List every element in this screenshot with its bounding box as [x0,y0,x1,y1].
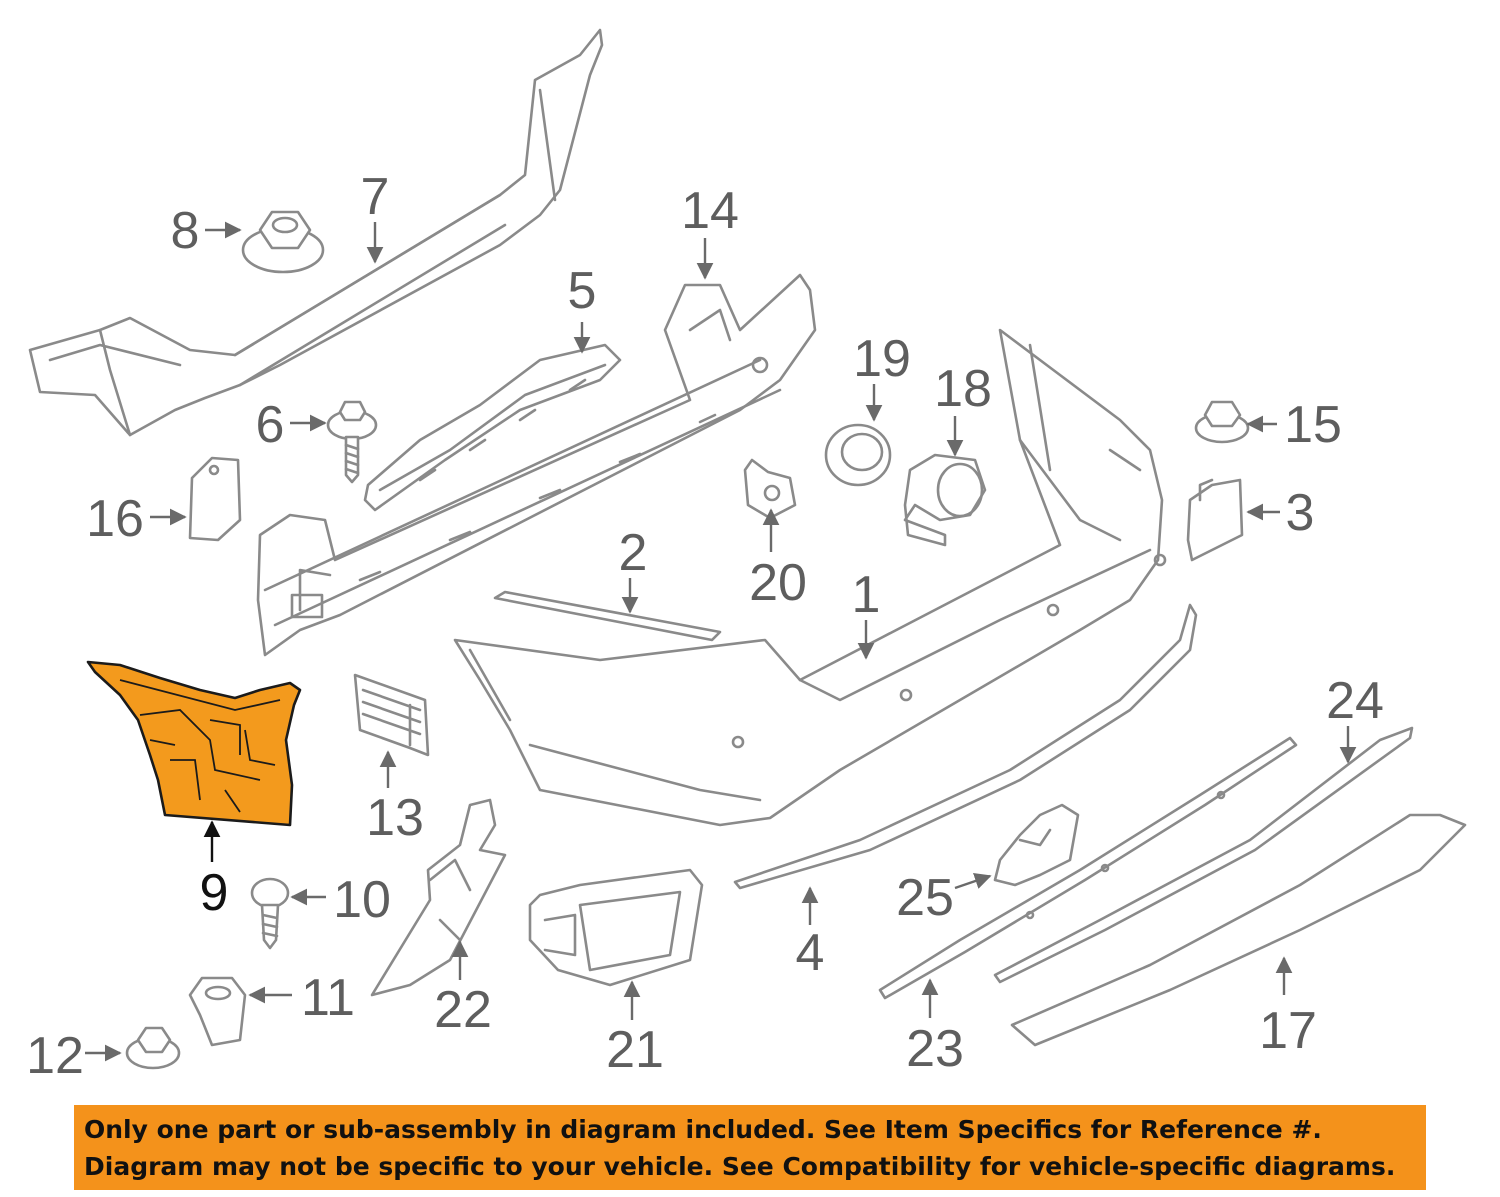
part-12-nut [125,1026,181,1070]
callout-20: 20 [749,554,807,612]
part-22-guide-bracket [370,798,507,997]
callout-13: 13 [366,789,424,847]
callout-6: 6 [256,396,285,454]
disclaimer-line-2: Diagram may not be specific to your vehi… [84,1152,1396,1181]
part-8-nut [241,210,325,274]
part-16-plate [188,456,242,542]
callout-9-highlighted: 9 [200,864,229,922]
part-20-sensor-bracket [743,458,797,520]
callout-21: 21 [606,1021,664,1079]
callout-22: 22 [434,981,492,1039]
callout-3: 3 [1286,484,1315,542]
callout-2: 2 [619,524,648,582]
callout-17: 17 [1259,1002,1317,1060]
part-15-nut [1194,400,1250,444]
callout-labels: 7 8 5 14 6 16 19 18 15 3 2 20 1 24 13 9 … [26,168,1384,1085]
part-14-impact-bar [256,273,817,657]
callout-15: 15 [1284,396,1342,454]
part-21-control-module [528,868,704,987]
disclaimer-line-1: Only one part or sub-assembly in diagram… [84,1115,1322,1144]
part-18-sensor [903,453,987,547]
part-13-vent [353,673,430,757]
part-3-side-bracket [1186,478,1244,562]
callout-16: 16 [86,490,144,548]
callout-14: 14 [681,182,739,240]
callout-19: 19 [853,330,911,388]
callout-11: 11 [301,969,355,1027]
callout-10: 10 [333,871,391,929]
part-4-lower-molding [733,603,1198,890]
callout-7: 7 [361,168,390,226]
leader-lines [85,221,1357,1062]
part-10-screw [250,877,290,950]
callout-5: 5 [568,262,597,320]
part-9-support-bracket-highlighted [86,660,302,827]
part-11-clip-nut [188,976,247,1047]
callout-4: 4 [796,924,825,982]
part-2-trim-strip [493,590,722,642]
callout-25: 25 [896,869,954,927]
part-6-bolt [326,400,378,484]
part-25-connector [993,803,1080,887]
callout-1: 1 [852,566,881,624]
part-5-absorber [363,343,622,512]
callout-8: 8 [171,202,200,260]
part-24-trim-rod [993,726,1414,984]
part-23-trim-strip [878,736,1298,1000]
part-19-sensor-ring [824,423,892,487]
disclaimer-banner: Only one part or sub-assembly in diagram… [74,1105,1426,1190]
callout-12: 12 [26,1027,84,1085]
callout-23: 23 [906,1020,964,1078]
callout-18: 18 [934,360,992,418]
callout-24: 24 [1326,672,1384,730]
part-1-bumper-cover [453,328,1167,827]
part-7-reinforcement [28,28,604,437]
part-17-lower-valance [1010,813,1467,1047]
